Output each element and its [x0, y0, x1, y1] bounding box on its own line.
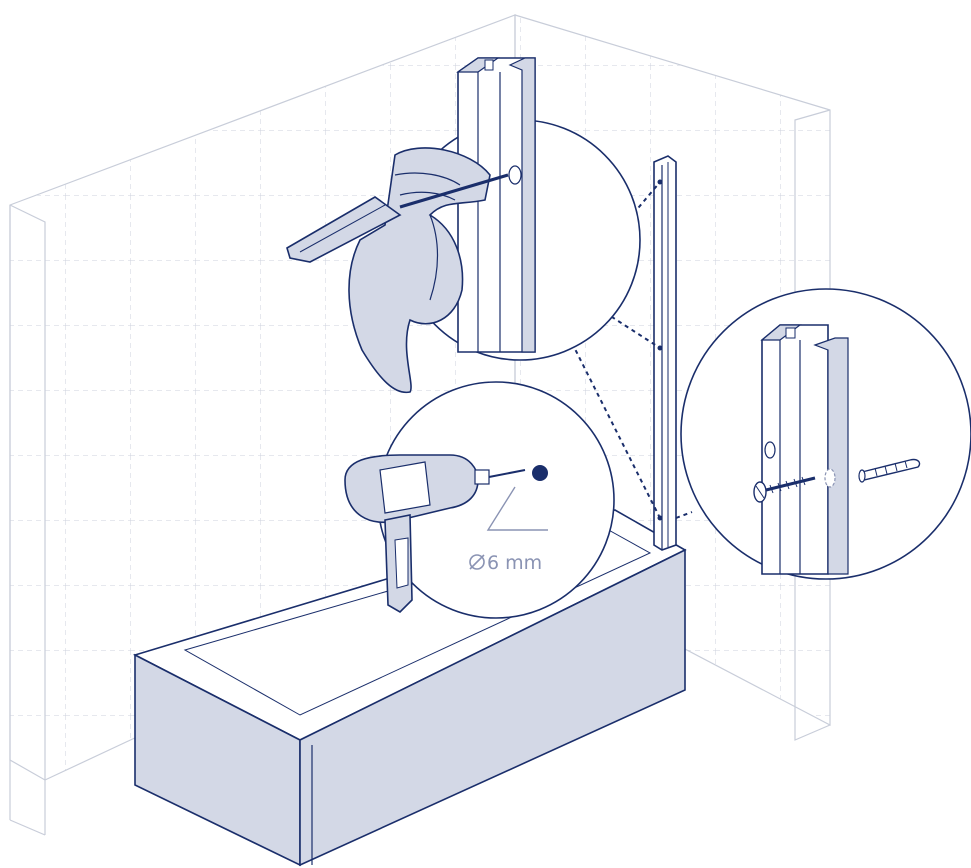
drill-size-label: 6 mm [487, 552, 542, 574]
drill-size-marker: 6 mm [469, 486, 548, 574]
screw-icon [753, 476, 816, 503]
wall-profile-rail [653, 155, 677, 551]
profile-closeup-side [760, 324, 849, 575]
drill-icon [344, 454, 548, 614]
callout-screw-plug [680, 288, 971, 580]
wall-plug-icon [858, 458, 921, 483]
profile-closeup-top [456, 57, 536, 353]
hand-icon [348, 147, 491, 394]
diameter-icon [469, 554, 485, 570]
callout-screwdriver [286, 57, 641, 394]
screwdriver-icon [286, 173, 509, 263]
callout-drill: 6 mm [344, 381, 615, 619]
